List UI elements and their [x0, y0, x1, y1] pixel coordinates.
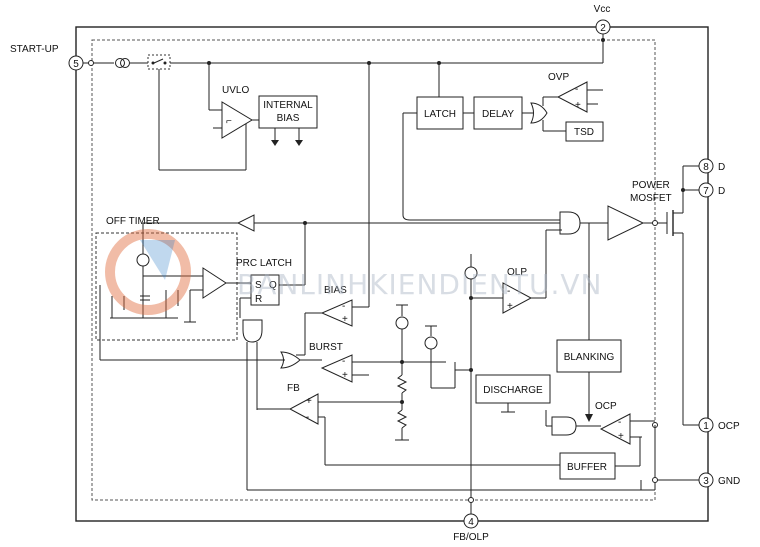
- buffer-block: BUFFER: [559, 437, 641, 480]
- svg-text:4: 4: [468, 517, 474, 528]
- bottom-rail: [247, 425, 699, 491]
- blanking-block: BLANKING: [556, 223, 622, 422]
- svg-text:BUFFER: BUFFER: [567, 462, 607, 473]
- svg-text:3: 3: [703, 476, 709, 487]
- svg-text:8: 8: [703, 162, 709, 173]
- delay-block: DELAY: [463, 96, 523, 130]
- latch-to-driver-wire: [402, 112, 562, 221]
- svg-text:+: +: [618, 431, 624, 442]
- discharge-switch: [424, 325, 473, 389]
- pin-start-up-label: START-UP: [10, 44, 59, 55]
- ocp-comparator: OCP - +: [576, 401, 655, 445]
- svg-text:R: R: [255, 294, 262, 305]
- svg-text:7: 7: [703, 186, 709, 197]
- svg-text:-: -: [618, 417, 621, 428]
- svg-text:-: -: [342, 301, 345, 312]
- or-gate-ovp-tsd: [522, 102, 548, 124]
- ocp-and-gate: [545, 410, 577, 436]
- svg-text:+: +: [306, 396, 312, 407]
- ic-boundary: [91, 39, 656, 501]
- tsd-block: TSD: [542, 120, 604, 142]
- svg-text:5: 5: [73, 59, 79, 70]
- watermark-text: BANLINHKIENDIENTU.VN: [237, 268, 602, 301]
- startup-switch: [147, 54, 171, 70]
- startup-current-source-icon: [115, 58, 125, 68]
- ovp-comparator: - + OVP: [542, 72, 603, 113]
- svg-text:-: -: [306, 412, 309, 423]
- svg-text:BLANKING: BLANKING: [564, 352, 615, 363]
- gate-driver-amp: [607, 205, 667, 241]
- svg-text:BIAS: BIAS: [277, 113, 300, 124]
- uvlo-comparator: ⌐ UVLO: [208, 63, 259, 139]
- svg-text:Q: Q: [269, 280, 277, 291]
- svg-text:⌐: ⌐: [226, 116, 232, 127]
- watermark: BANLINHKIENDIENTU.VN: [105, 229, 602, 315]
- prc-latch-label: PRC LATCH: [236, 258, 292, 269]
- pin-vcc: 2 Vcc: [594, 4, 611, 35]
- pin-ocp: 1 OCP: [698, 417, 740, 433]
- burst-comparator: BURST - +: [300, 342, 446, 383]
- svg-text:+: +: [575, 100, 581, 111]
- pin-drain-8: 8 D: [698, 158, 725, 174]
- off-timer-region: OFF TIMER: [95, 216, 238, 341]
- bias-comparator: BIAS - +: [304, 63, 370, 355]
- pin-vcc-label: Vcc: [594, 4, 611, 15]
- off-timer-feedback: [142, 214, 560, 242]
- pin-gnd: 3 GND: [698, 472, 740, 488]
- off-timer-label: OFF TIMER: [106, 216, 160, 227]
- pin-fb-olp: 4 FB/OLP: [453, 513, 489, 543]
- olp-comparator: OLP - +: [471, 229, 562, 314]
- svg-text:+: +: [342, 370, 348, 381]
- svg-text:DELAY: DELAY: [482, 109, 514, 120]
- svg-text:LATCH: LATCH: [424, 109, 456, 120]
- svg-text:1: 1: [703, 421, 709, 432]
- svg-text:-: -: [507, 286, 510, 297]
- pin-gnd-label: GND: [718, 476, 740, 487]
- latch-block: LATCH: [416, 63, 464, 130]
- package-outline: [75, 26, 709, 522]
- ocp-comp-label: OCP: [595, 401, 617, 412]
- burst-label: BURST: [309, 342, 343, 353]
- prc-latch-block: PRC LATCH S R Q: [226, 223, 306, 306]
- svg-text:2: 2: [600, 23, 606, 34]
- startup-rail: [83, 34, 605, 171]
- driver-and-gate: [559, 211, 608, 235]
- fb-divider: [395, 304, 409, 441]
- fb-olp-node: [464, 254, 478, 514]
- prc-and-gate: [239, 297, 263, 490]
- svg-text:+: +: [507, 301, 513, 312]
- svg-text:+: +: [342, 314, 348, 325]
- svg-text:-: -: [575, 84, 578, 95]
- fb-label: FB: [287, 383, 300, 394]
- power-mosfet: POWER MOSFET: [630, 165, 699, 428]
- power-mosfet-label-1: POWER: [632, 180, 670, 191]
- power-mosfet-label-2: MOSFET: [630, 193, 672, 204]
- pin-drain-8-label: D: [718, 162, 725, 173]
- burst-or-gate: [99, 285, 305, 369]
- ovp-label: OVP: [548, 72, 569, 83]
- pin-ocp-label: OCP: [718, 421, 740, 432]
- svg-text:DISCHARGE: DISCHARGE: [483, 385, 543, 396]
- svg-text:INTERNAL: INTERNAL: [263, 100, 313, 111]
- bias-label: BIAS: [324, 285, 347, 296]
- fb-amplifier: FB + -: [257, 383, 560, 466]
- pin-drain-7: 7 D: [698, 182, 725, 198]
- discharge-block: DISCHARGE: [475, 374, 551, 413]
- svg-text:S: S: [255, 280, 262, 291]
- internal-bias-block: INTERNAL BIAS: [258, 95, 318, 146]
- pin-start-up: 5 START-UP: [10, 44, 84, 71]
- svg-text:TSD: TSD: [574, 127, 594, 138]
- olp-label: OLP: [507, 267, 527, 278]
- pin-fb-olp-label: FB/OLP: [453, 532, 489, 543]
- pin-drain-7-label: D: [718, 186, 725, 197]
- svg-text:-: -: [342, 356, 345, 367]
- uvlo-label: UVLO: [222, 85, 249, 96]
